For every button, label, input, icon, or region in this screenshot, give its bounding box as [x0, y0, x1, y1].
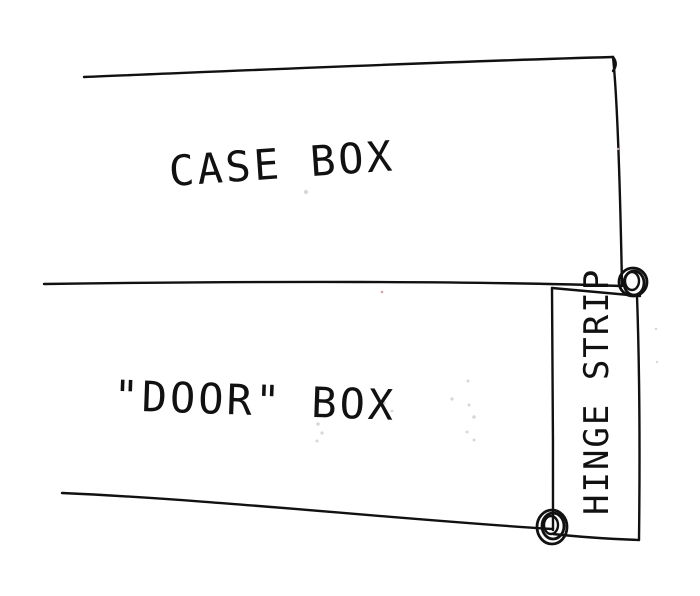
hinge-strip-left-edge: [550, 286, 555, 532]
case-box-right-edge: [611, 55, 624, 288]
door-box: [60, 491, 554, 531]
case-box-corner-tick: [611, 55, 617, 73]
door-box-bottom-edge: [60, 491, 554, 531]
paper-specks: [303, 147, 659, 443]
case-box: [42, 55, 624, 288]
case-box-bottom-edge: [42, 280, 624, 288]
door-box-label: "DOOR" BOX: [113, 371, 397, 430]
hinge-strip-label: HINGE STRIP: [577, 268, 617, 515]
pivot-bottom-loop-2: [540, 511, 566, 541]
hinge-strip: [550, 286, 642, 542]
pivot-bottom-loop-1: [535, 508, 569, 546]
hinge-strip-right-edge: [635, 294, 641, 542]
pivot-top-loop-3: [623, 270, 641, 292]
case-box-top-edge: [82, 55, 615, 79]
hinge-pivot-top: [617, 266, 649, 298]
case-box-label: CASE BOX: [167, 131, 396, 196]
pivot-bottom-loop-3: [542, 514, 560, 536]
hinge-pivot-bottom: [535, 508, 569, 546]
